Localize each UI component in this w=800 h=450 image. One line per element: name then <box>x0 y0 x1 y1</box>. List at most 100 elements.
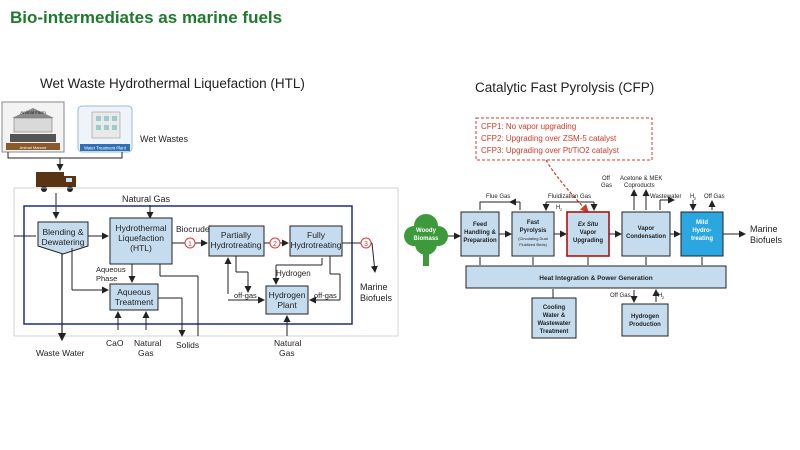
off-gas-label-2: Gas <box>601 183 612 189</box>
exsitu-vapor-upgrading-box: Ex Situ Vapor Upgrading <box>566 211 610 257</box>
animal-farm-label: Animal Farm <box>20 110 46 115</box>
feed-label-2: Handling & <box>464 230 496 236</box>
cfp-case-3: CFP3: Upgrading over Pt/TiO2 catalyst <box>481 146 620 155</box>
feed-label-1: Feed <box>473 222 487 228</box>
hprod-label-2: Production <box>629 322 661 328</box>
cfp-marine-label-1: Marine <box>750 224 778 234</box>
aqueous-treatment-label-1: Aqueous <box>117 287 151 297</box>
h2-bottom-sub: 2 <box>662 295 665 300</box>
h2-top-label: H <box>556 205 560 211</box>
feed-handling-box: Feed Handling & Preparation <box>460 211 500 257</box>
htl-label-1: Hydrothermal <box>115 223 166 233</box>
cfp-title: Catalytic Fast Pyrolysis (CFP) <box>475 80 655 95</box>
cfp-diagram: CFP1: No vapor upgrading CFP2: Upgrading… <box>404 117 783 339</box>
natural-gas-top-label: Natural Gas <box>122 194 171 204</box>
blending-dewatering-box: Blending & Dewatering <box>37 221 89 255</box>
aqueous-phase-label-1: Aqueous <box>96 265 126 274</box>
aqueous-treatment-box: Aqueous Treatment <box>109 283 159 311</box>
acetone-label-1: Acetone & MEK <box>620 176 662 182</box>
off-gas-bottom-label: Off Gas <box>610 293 631 299</box>
htl-marine-label-2: Biofuels <box>360 293 393 303</box>
woody-label-1: Woody <box>416 228 437 234</box>
htl-label-3: (HTL) <box>130 243 152 253</box>
partial-label-1: Partially <box>221 230 252 240</box>
partial-label-2: Hydrotreating <box>210 240 261 250</box>
vapor-label-1: Vapor <box>638 226 655 232</box>
hydrogen-plant-label-1: Hydrogen <box>269 290 306 300</box>
ng-bottom-label-2: Gas <box>138 348 154 358</box>
offgas-left-label: off-gas <box>234 291 257 300</box>
exsitu-label-2: Vapor <box>580 230 597 236</box>
cooling-label-2: Water & <box>543 313 566 319</box>
water-treatment-plant-label: Water Treatment Plant <box>84 146 127 151</box>
vapor-label-2: Condensation <box>626 234 666 240</box>
woody-biomass-tree-icon: Woody Biomass <box>404 214 448 266</box>
ng-hydrogen-label-2: Gas <box>279 348 295 358</box>
biocrude-label: Biocrude <box>176 224 210 234</box>
cfp-marine-label-2: Biofuels <box>750 235 783 245</box>
fast-label-4: Fluidized Beds) <box>519 242 547 247</box>
exsitu-label-1: Ex Situ <box>578 222 599 228</box>
off-gas-top-label: Off Gas <box>704 194 725 200</box>
htl-title: Wet Waste Hydrothermal Liquefaction (HTL… <box>40 76 305 91</box>
cooling-label-1: Cooling <box>543 305 566 311</box>
mild-label-1: Mild <box>696 220 708 226</box>
cao-label: CaO <box>106 338 124 348</box>
cfp-case-2: CFP2: Upgrading over ZSM-5 catalyst <box>481 134 617 143</box>
fast-pyrolysis-box: Fast Pyrolysis (Circulating Dual Fluidiz… <box>511 211 555 257</box>
htl-label-2: Liquefaction <box>118 233 164 243</box>
feed-label-3: Preparation <box>463 238 497 244</box>
fast-label-2: Pyrolysis <box>520 228 547 234</box>
mild-label-2: Hydro- <box>692 228 711 234</box>
h2-small-sub: 2 <box>694 196 697 201</box>
htl-diagram: Animal Farm Animal Manure Water Treatmen… <box>1 101 399 358</box>
marker-3: 3 <box>364 241 368 248</box>
hydrogen-production-box: Hydrogen Production <box>621 303 669 337</box>
blending-label-2: Dewatering <box>42 237 85 247</box>
truck-icon <box>36 172 76 192</box>
page-title: Bio-intermediates as marine fuels <box>10 8 283 27</box>
cooling-label-4: Treatment <box>540 329 569 335</box>
cooling-water-box: Cooling Water & Wastewater Treatment <box>531 297 577 339</box>
exsitu-label-3: Upgrading <box>573 238 603 244</box>
heat-integration-box: Heat Integration & Power Generation <box>465 265 727 289</box>
h2-small-label: H <box>690 194 694 200</box>
hydrogen-plant-label-2: Plant <box>277 300 297 310</box>
solids-label: Solids <box>176 340 199 350</box>
htl-marine-label-1: Marine <box>360 282 388 292</box>
vapor-condensation-box: Vapor Condensation <box>621 211 671 257</box>
cooling-label-3: Wastewater <box>537 321 571 327</box>
woody-label-2: Biomass <box>413 236 439 242</box>
off-gas-label-1: Off <box>602 176 610 182</box>
fully-label-1: Fully <box>307 230 326 240</box>
partial-hydrotreating-box: Partially Hydrotreating <box>208 225 265 257</box>
cfp-case-list <box>475 117 653 161</box>
aqueous-treatment-label-2: Treatment <box>115 297 154 307</box>
h2-top-sub: 2 <box>560 207 563 212</box>
h2-bottom-label: H <box>658 293 662 299</box>
marker-1: 1 <box>188 241 192 248</box>
animal-farm-icon: Animal Farm Animal Manure <box>1 101 65 153</box>
wet-wastes-label: Wet Wastes <box>140 134 189 144</box>
mild-hydrotreating-box: Mild Hydro- treating <box>680 211 724 257</box>
flue-gas-label: Flue Gas <box>486 194 510 200</box>
blending-label-1: Blending & <box>42 227 83 237</box>
htl-process-frame <box>23 205 353 325</box>
hprod-label-1: Hydrogen <box>631 314 659 320</box>
offgas-right-label: off-gas <box>314 291 337 300</box>
fully-label-2: Hydrotreating <box>290 240 341 250</box>
htl-reactor-box: Hydrothermal Liquefaction (HTL) <box>109 217 173 265</box>
ng-hydrogen-label-1: Natural <box>274 338 302 348</box>
hydrogen-plant-box: Hydrogen Plant <box>265 285 309 315</box>
acetone-label-2: Coproducts <box>624 183 655 189</box>
ng-bottom-label-1: Natural <box>134 338 162 348</box>
marker-2: 2 <box>273 241 277 248</box>
cfp-case-1: CFP1: No vapor upgrading <box>481 122 576 131</box>
fast-label-1: Fast <box>527 220 539 226</box>
waste-water-label: Waste Water <box>36 348 85 358</box>
aqueous-phase-label-2: Phase <box>96 274 117 283</box>
mild-label-3: treating <box>691 236 713 242</box>
hydrogen-label: Hydrogen <box>276 269 311 278</box>
wastewater-label: Wastewater <box>650 194 681 200</box>
